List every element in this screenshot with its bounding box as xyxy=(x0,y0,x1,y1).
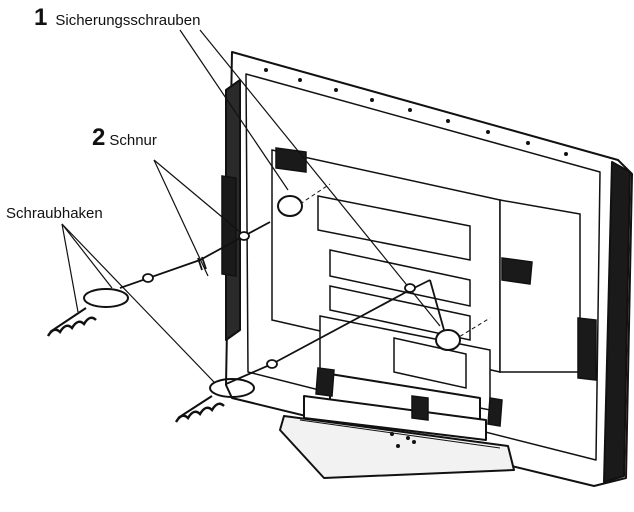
stand-holes xyxy=(390,432,416,448)
label-number-1: 1 xyxy=(34,4,48,31)
leader-lines-cord xyxy=(153,159,241,277)
lower-screw-hook xyxy=(174,378,255,423)
label-text-cord: Schnur xyxy=(109,132,157,149)
rear-panel-plate xyxy=(271,149,581,373)
label-text-screw-hooks: Schraubhaken xyxy=(6,205,103,222)
label-number-2: 2 xyxy=(92,124,106,151)
upper-screw-hook xyxy=(46,288,129,337)
frame-screw-dots xyxy=(264,68,568,156)
stand-brackets xyxy=(315,367,503,427)
side-connectors xyxy=(221,175,597,381)
lower-cord xyxy=(225,279,461,385)
upper-cord xyxy=(119,195,303,289)
carry-handles xyxy=(275,147,533,285)
label-securing-screws: 1 Sicherungsschrauben xyxy=(34,4,200,32)
leader-lines-hooks xyxy=(61,223,215,383)
label-screw-hooks: Schraubhaken xyxy=(6,205,103,223)
label-text-securing-screws: Sicherungsschrauben xyxy=(55,12,201,29)
leader-lines-screws xyxy=(179,29,441,327)
